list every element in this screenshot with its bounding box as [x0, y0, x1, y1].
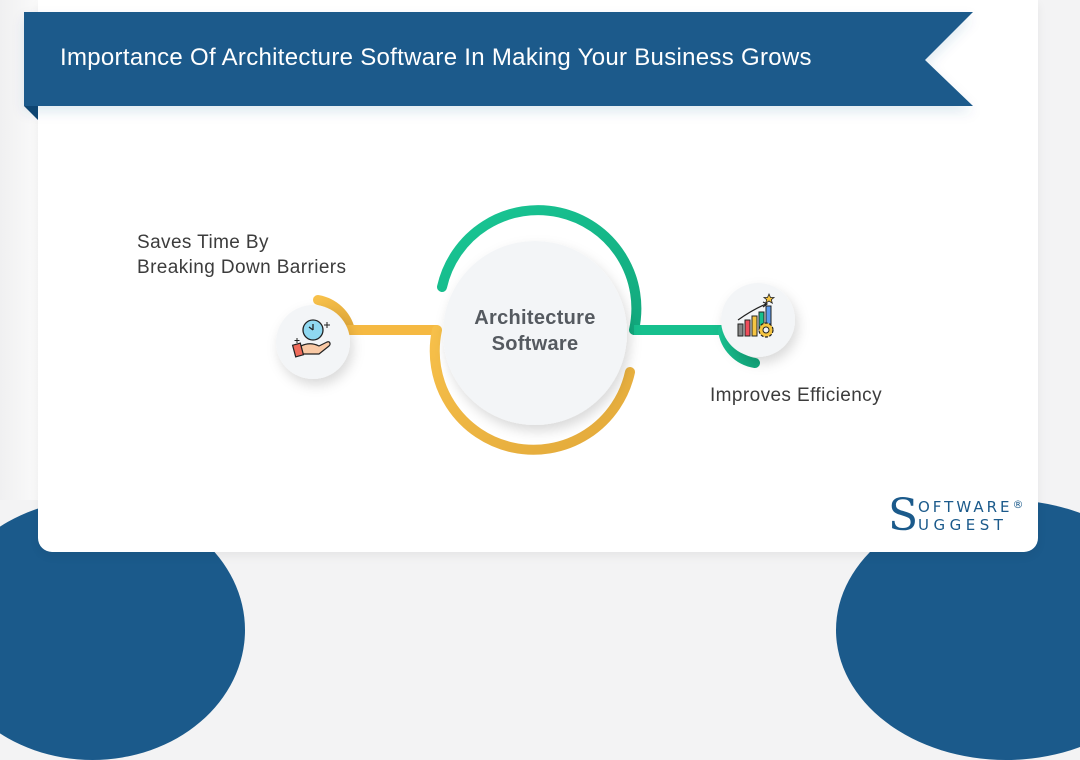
left-node-circle	[276, 305, 350, 379]
logo-line1: OFTWARE®	[918, 498, 1024, 516]
banner-ribbon	[24, 12, 973, 106]
node-label-improves-efficiency: Improves Efficiency	[710, 385, 882, 406]
growth-chart-gear-icon	[737, 292, 776, 338]
diagram-canvas	[24, 12, 973, 455]
title-banner	[24, 12, 973, 120]
node-label-line1: Saves Time By	[137, 232, 269, 253]
green-connector	[437, 205, 760, 368]
node-label-saves-time: Saves Time By Breaking Down Barriers	[137, 230, 346, 280]
center-label: Architecture Software	[440, 305, 630, 357]
right-node-circle	[721, 283, 795, 357]
registered-mark: ®	[1012, 498, 1024, 511]
center-label-line2: Software	[491, 333, 579, 355]
banner-fold	[24, 106, 38, 120]
yellow-connector	[313, 295, 635, 455]
node-label-line2: Breaking Down Barriers	[137, 257, 347, 278]
logo-line2: UGGEST	[918, 516, 1008, 534]
logo-initial: S	[888, 490, 919, 541]
hand-clock-icon	[291, 319, 331, 358]
logo-line1-text: OFTWARE	[918, 498, 1013, 516]
center-circle	[443, 241, 627, 425]
center-label-line1: Architecture	[474, 307, 596, 329]
page-title: Importance Of Architecture Software In M…	[60, 44, 812, 71]
